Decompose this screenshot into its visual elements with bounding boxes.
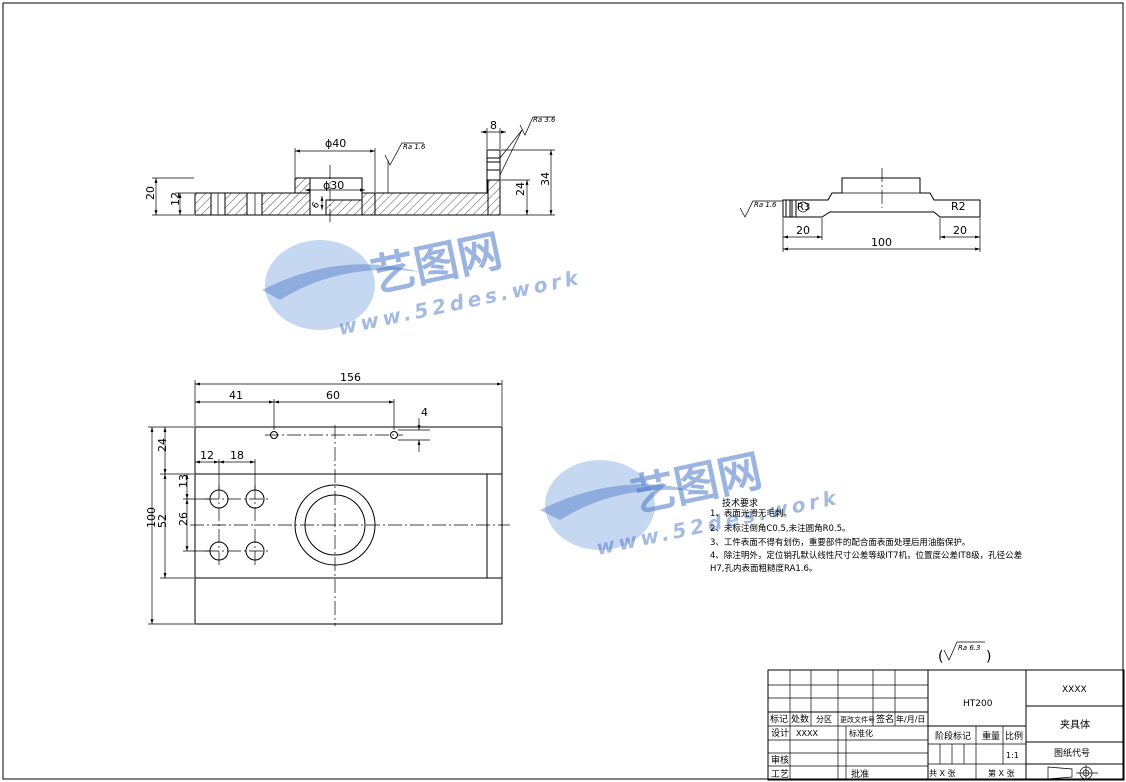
dim-d40: ϕ40: [325, 137, 346, 150]
svg-text:(: (: [938, 649, 943, 665]
title-block: 标记 处数 分区 更改文件号 签名 年/月/日 设计 XXXX 标准化 审核 工…: [767, 669, 1125, 781]
dim-6: 6: [311, 200, 323, 210]
tb-weight: 重量: [982, 730, 1000, 742]
tb-zone: 分区: [816, 715, 832, 724]
dim-156: 156: [340, 371, 361, 384]
tb-check: 审核: [771, 754, 789, 766]
general-roughness-symbol: ( Ra 6.3 ): [938, 641, 991, 665]
tb-sheets-total: 共 X 张: [929, 769, 956, 778]
front-section-view: ϕ40 ϕ30 6 8 20 12 24 34 Ra 1.6: [144, 116, 556, 222]
note-3: 3、工件表面不得有划伤，重要部件的配合面表面处理后用油脂保护。: [710, 537, 970, 548]
roughness-ra36: Ra 3.6: [533, 116, 556, 124]
dim-side-20a: 20: [796, 224, 810, 237]
tb-drawing-no: 图纸代号: [1054, 747, 1090, 759]
dim-d30: ϕ30: [323, 179, 344, 192]
dim-34: 34: [539, 172, 552, 186]
technical-notes: 技术要求 1、表面光滑无毛刺。 2、未标注倒角C0.5,未注圆角R0.5。 3、…: [710, 497, 1022, 574]
dim-4: 4: [421, 406, 428, 419]
tb-designer: XXXX: [796, 729, 818, 738]
note-4: 4、除注明外，定位销孔默认线性尺寸公差等级IT7机，位置度公差IT8级，孔径公差: [710, 550, 1022, 561]
tb-date: 年/月/日: [896, 714, 925, 724]
dim-100: 100: [145, 507, 158, 528]
dim-side-20b: 20: [953, 224, 967, 237]
tb-count: 处数: [791, 713, 809, 725]
side-view: R3 R2 20 20 100 Ra 1.6: [739, 168, 981, 252]
tb-part-name: 夹具体: [1060, 718, 1090, 731]
dim-r3: R3: [797, 202, 810, 213]
dim-r2: R2: [951, 200, 966, 213]
tb-company: XXXX: [1062, 685, 1087, 695]
tb-standard: 标准化: [849, 728, 873, 738]
tb-docno: 更改文件号: [840, 715, 875, 724]
dim-12b: 12: [200, 449, 214, 462]
projection-symbol-icon: [1047, 765, 1098, 780]
roughness-ra16: Ra 1.6: [403, 143, 426, 151]
note-1: 1、表面光滑无毛刺。: [710, 508, 792, 519]
dim-24b: 24: [156, 438, 169, 452]
top-view: 156 41 60 4 12 18 100 24 52 1: [145, 371, 510, 626]
tb-sheet-no: 第 X 张: [988, 768, 1015, 778]
tb-stage: 阶段标记: [935, 730, 971, 742]
roughness-side: Ra 1.6: [754, 201, 777, 209]
dim-12: 12: [169, 192, 182, 206]
note-5: H7,孔内表面粗糙度RA1.6。: [710, 563, 817, 574]
roughness-ra63: Ra 6.3: [958, 644, 981, 652]
dim-side-100: 100: [871, 236, 892, 249]
tb-design: 设计: [771, 727, 789, 739]
dim-18: 18: [230, 449, 244, 462]
dim-52: 52: [156, 514, 169, 528]
dim-24: 24: [514, 182, 527, 196]
note-2: 2、未标注倒角C0.5,未注圆角R0.5。: [710, 523, 851, 534]
watermark-1: 艺图网 www.52des.work: [262, 225, 584, 340]
tb-sign: 签名: [876, 713, 894, 725]
tb-mark: 标记: [770, 713, 788, 725]
tb-approve: 批准: [851, 768, 869, 780]
dim-26: 26: [177, 512, 190, 526]
dim-41: 41: [229, 389, 243, 402]
dim-60: 60: [326, 389, 340, 402]
tb-material: HT200: [963, 699, 993, 709]
tb-process: 工艺: [771, 769, 789, 780]
notes-title: 技术要求: [722, 497, 758, 509]
tb-ratio: 比例: [1005, 730, 1023, 742]
dim-13: 13: [177, 474, 190, 488]
dim-20: 20: [144, 186, 157, 200]
svg-text:): ): [986, 649, 991, 665]
dim-8: 8: [490, 119, 497, 132]
tb-scale: 1:1: [1006, 751, 1019, 760]
